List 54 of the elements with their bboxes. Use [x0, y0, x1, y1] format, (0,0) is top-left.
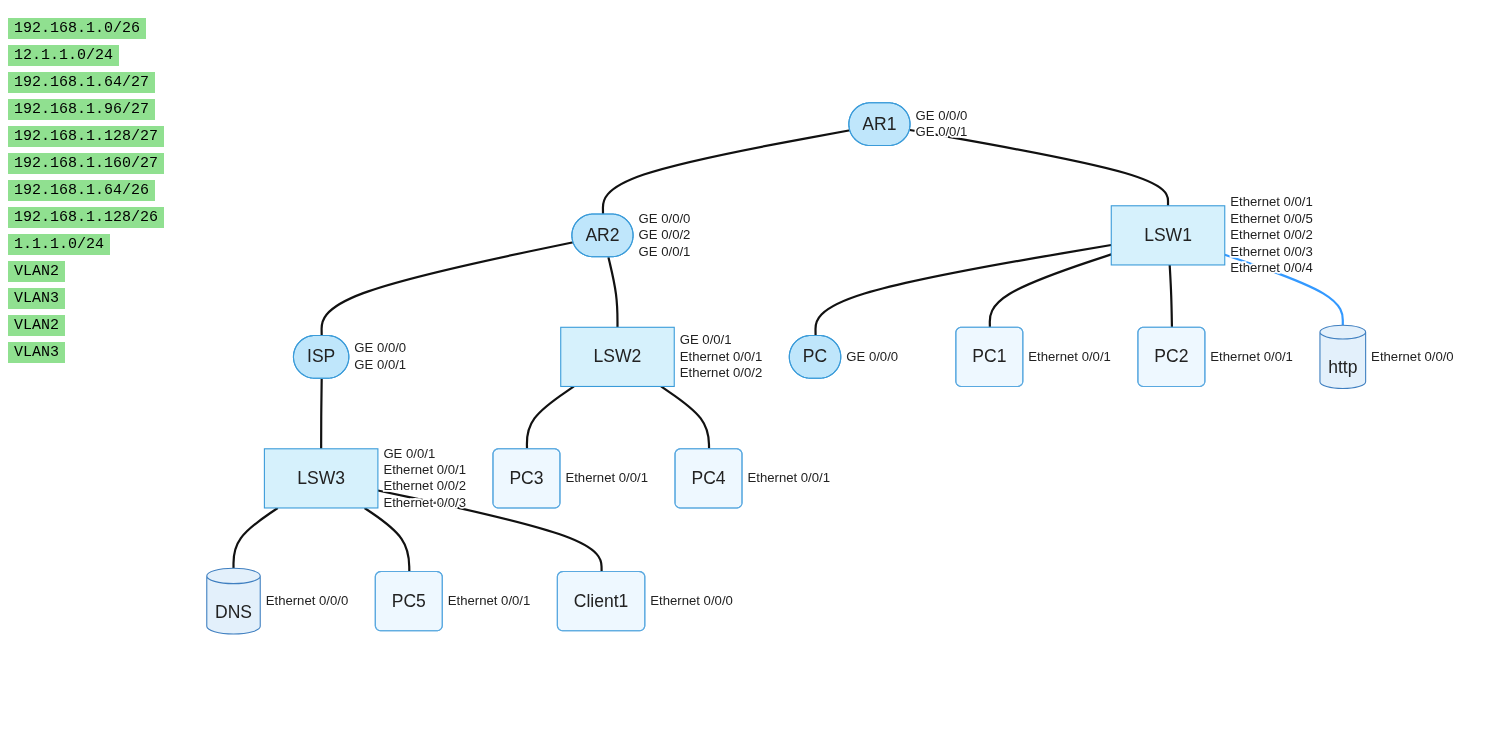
port-label: GE 0/0/1: [354, 357, 407, 372]
subnet-label: 12.1.1.0/24: [8, 45, 120, 66]
port-label: Ethernet 0/0/3: [383, 494, 466, 510]
connector: [525, 385, 575, 450]
connector: [363, 507, 411, 573]
connector: [320, 241, 574, 337]
port-label: Ethernet 0/0/1: [1210, 348, 1293, 364]
port-label: Ethernet 0/0/1: [565, 470, 648, 486]
subnet-label: 192.168.1.160/27: [8, 153, 165, 174]
subnet-label: VLAN2: [8, 315, 65, 336]
node-box: LSW2: [560, 326, 675, 388]
connector: [232, 507, 279, 569]
port-label: Ethernet 0/0/2: [679, 365, 763, 381]
node-box: LSW1: [1110, 205, 1226, 266]
connector: [1168, 264, 1174, 328]
port-label: GE 0/0/1: [383, 445, 436, 461]
connector: [320, 378, 323, 449]
port-label: Ethernet 0/0/1: [747, 470, 831, 486]
subnet-label: 192.168.1.0/26: [8, 18, 147, 39]
subnet-label: VLAN3: [8, 342, 65, 363]
subnet-label: 1.1.1.0/24: [8, 234, 110, 255]
connector: [814, 243, 1112, 337]
port-label: Ethernet 0/0/0: [1371, 348, 1454, 364]
connector: [607, 257, 619, 328]
node-box: LSW3: [263, 448, 379, 509]
connector: [601, 129, 851, 215]
port-label: GE 0/0/0: [354, 340, 407, 356]
port-label: Ethernet 0/0/3: [1230, 243, 1313, 259]
port-label: Ethernet 0/0/1: [1028, 348, 1111, 364]
port-label: GE 0/0/2: [638, 227, 691, 243]
subnet-label: VLAN3: [8, 288, 65, 309]
port-label: GE 0/0/1: [638, 243, 691, 259]
connector: [909, 129, 1170, 206]
port-label: Ethernet 0/0/2: [1230, 227, 1313, 243]
port-label: Ethernet 0/0/1: [383, 462, 466, 478]
connector: [988, 253, 1112, 328]
port-label: Ethernet 0/0/1: [447, 593, 531, 609]
subnet-label: VLAN2: [8, 261, 65, 282]
port-label: GE 0/0/0: [638, 210, 691, 226]
subnet-label: 192.168.1.64/27: [8, 72, 156, 93]
subnet-label: 192.168.1.128/26: [8, 207, 165, 228]
port-label: Ethernet 0/0/0: [650, 593, 733, 609]
port-label: Ethernet 0/0/0: [265, 593, 349, 609]
port-label: GE 0/0/0: [915, 107, 968, 123]
subnet-label: 192.168.1.128/27: [8, 126, 165, 147]
port-label: Ethernet 0/0/1: [679, 348, 763, 364]
port-label: Ethernet 0/0/2: [383, 478, 466, 494]
subnet-label: 192.168.1.96/27: [8, 99, 156, 120]
port-label: GE 0/0/0: [846, 348, 899, 364]
port-label: Ethernet 0/0/5: [1230, 210, 1313, 226]
port-label: Ethernet 0/0/1: [1230, 194, 1313, 210]
connector: [660, 385, 711, 450]
subnet-label: 192.168.1.64/26: [8, 180, 156, 201]
port-label: GE 0/0/1: [679, 332, 732, 348]
